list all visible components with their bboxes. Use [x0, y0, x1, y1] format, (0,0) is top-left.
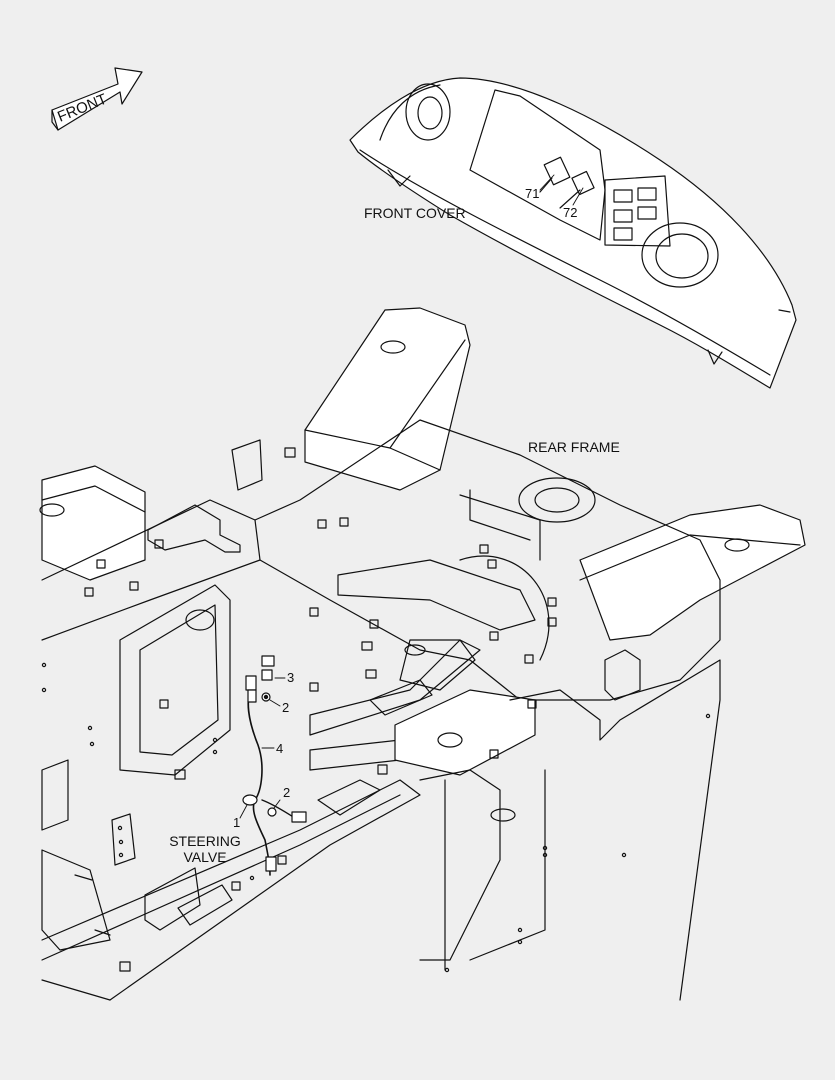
steering-valve-label-line2: VALVE [183, 849, 227, 865]
front-cover-part [350, 78, 796, 388]
callout-4: 4 [276, 741, 284, 756]
callout-3: 3 [287, 670, 295, 685]
callout-2-lower: 2 [283, 785, 291, 800]
callout-72: 72 [563, 205, 578, 220]
front-direction-arrow: FRONT [52, 68, 142, 130]
front-arrow-text: FRONT [55, 91, 109, 126]
leader-lines [240, 175, 583, 818]
wiring-harness [243, 656, 306, 875]
callout-2-upper: 2 [282, 700, 290, 715]
rear-frame-part [40, 308, 805, 1000]
callout-1: 1 [233, 815, 241, 830]
rear-frame-label: REAR FRAME [528, 439, 620, 455]
steering-valve-label-line1: STEERING [169, 833, 241, 849]
front-cover-label: FRONT COVER [364, 205, 466, 221]
callout-71: 71 [525, 186, 540, 201]
